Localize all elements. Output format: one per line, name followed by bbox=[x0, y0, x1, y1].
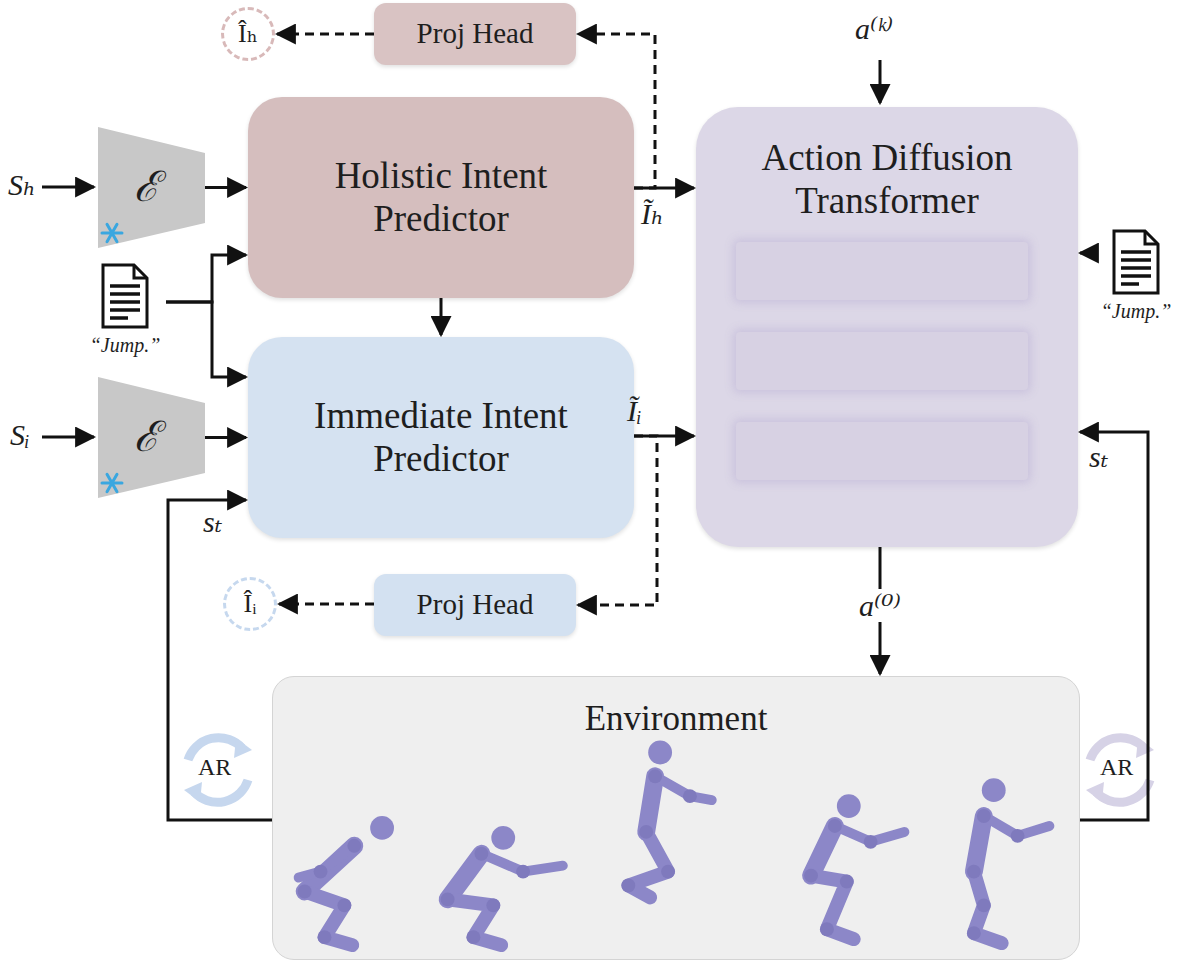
dashed-connector bbox=[279, 603, 374, 606]
node-title: Environment bbox=[585, 699, 768, 739]
input-arrow bbox=[42, 436, 94, 439]
edge-label: Ĩₕ bbox=[638, 197, 667, 230]
connector bbox=[634, 187, 694, 190]
transformer-box: Action Diffusion Transformer bbox=[696, 107, 1078, 547]
input-arrow bbox=[879, 60, 882, 103]
node-title: Immediate Intent Predictor bbox=[248, 395, 634, 480]
encoder-symbol: ℰ bbox=[134, 163, 159, 211]
input-symbol: Sᵢ bbox=[10, 418, 30, 451]
ar-loop-icon bbox=[184, 738, 252, 803]
input-symbol: Sₕ bbox=[8, 168, 36, 201]
node-title: Action Diffusion Transformer bbox=[696, 137, 1078, 222]
connector bbox=[205, 436, 246, 439]
node-title: Îᵢ bbox=[244, 589, 257, 619]
text-prompt: “Jump.” bbox=[84, 262, 166, 366]
node-title: Holistic Intent Predictor bbox=[248, 155, 634, 240]
document-icon bbox=[1111, 228, 1161, 296]
environment-panel: Environment bbox=[272, 676, 1080, 960]
connector bbox=[168, 500, 272, 820]
node-title: Proj Head bbox=[417, 17, 534, 50]
output-circle: Îᵢ bbox=[223, 577, 277, 631]
projection-head: Proj Head bbox=[374, 3, 576, 65]
input-arrow bbox=[42, 186, 94, 189]
connector bbox=[166, 255, 246, 302]
frozen-encoder: ℰ bbox=[98, 377, 205, 498]
edge-label: a⁽⁰⁾ bbox=[856, 589, 904, 622]
transformer-layer bbox=[736, 422, 1028, 480]
connector bbox=[440, 298, 443, 335]
prompt-text: “Jump.” bbox=[1101, 300, 1172, 323]
projection-head: Proj Head bbox=[374, 574, 576, 636]
noisy-action: a⁽ᵏ⁾ bbox=[855, 12, 893, 45]
transformer-layer bbox=[736, 242, 1028, 300]
prompt-text: “Jump.” bbox=[90, 334, 161, 357]
loop-label: AR bbox=[1100, 754, 1133, 780]
connector bbox=[166, 302, 246, 377]
connector bbox=[1080, 432, 1148, 820]
edge-label: Ĩᵢ bbox=[624, 394, 645, 427]
connector bbox=[205, 186, 246, 189]
encoder-symbol: ℰ bbox=[134, 413, 159, 461]
node-title: Îₕ bbox=[238, 19, 258, 49]
node-title: Proj Head bbox=[417, 588, 534, 621]
frozen-encoder: ℰ bbox=[98, 127, 205, 248]
document-icon bbox=[100, 262, 150, 330]
loop-label: AR bbox=[198, 754, 231, 780]
edge-label: sₜ bbox=[200, 505, 225, 538]
dashed-connector bbox=[277, 33, 374, 36]
predictor-box: Immediate Intent Predictor bbox=[248, 337, 634, 538]
ar-loop-icon bbox=[1086, 738, 1154, 803]
connector bbox=[1080, 252, 1094, 255]
output-circle: Îₕ bbox=[221, 7, 275, 61]
edge-label: sₜ bbox=[1086, 440, 1111, 473]
transformer-layer bbox=[736, 332, 1028, 390]
predictor-box: Holistic Intent Predictor bbox=[248, 97, 634, 298]
text-prompt: “Jump.” bbox=[1094, 228, 1178, 310]
